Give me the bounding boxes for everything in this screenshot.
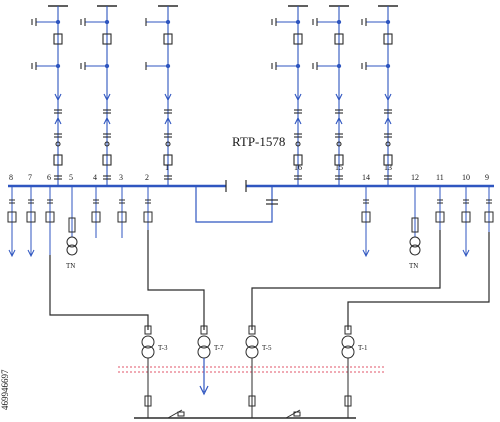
feeder-label-5: 5 xyxy=(69,173,73,182)
feeder-label-8: 8 xyxy=(9,173,13,182)
transformer-label: T-5 xyxy=(262,344,272,352)
aux-transformer-left-label: TN xyxy=(66,262,75,270)
aux-feeder-12 xyxy=(411,186,419,237)
upper-feeder-4 xyxy=(31,5,68,186)
feeder-label-3: 3 xyxy=(119,173,123,182)
feeder-label-15: 15 xyxy=(335,163,343,172)
feeder-label-12: 12 xyxy=(411,173,419,182)
diagram-title: RTP-1578 xyxy=(232,134,285,149)
upper-feeder-16 xyxy=(271,5,308,186)
feeder-label-11: 11 xyxy=(436,173,444,182)
upper-feeder-2 xyxy=(80,5,117,186)
boundary-line xyxy=(118,366,384,373)
feeder-labels: 8 7 6 5 4 3 2 1 16 15 13 14 12 11 10 9 xyxy=(9,163,489,182)
main-transformers: T-3 T-7 T-5 T-1 xyxy=(141,325,368,364)
tie-switch-right xyxy=(285,409,301,419)
aux-transformer-right-label: TN xyxy=(409,262,418,270)
busbar-right xyxy=(245,180,494,192)
feeder-label-7: 7 xyxy=(28,173,32,182)
feeder-label-2: 2 xyxy=(145,173,149,182)
lower-feeder-10 xyxy=(461,186,471,258)
upper-feeder-1 xyxy=(145,5,178,186)
lv-bus xyxy=(134,362,356,419)
transformer-t-3: T-3 xyxy=(141,325,168,364)
aux-feeder-5 xyxy=(68,186,76,237)
busbar-left xyxy=(8,180,227,192)
transformer-t-5: T-5 xyxy=(245,325,272,364)
feeder-label-1: 1 xyxy=(165,163,169,172)
lower-feeders xyxy=(7,186,494,258)
cable-routes xyxy=(49,230,490,330)
transformer-label: T-1 xyxy=(358,344,368,352)
lower-feeder-7 xyxy=(26,186,36,258)
feeder-label-10: 10 xyxy=(462,173,470,182)
upper-feeder-13 xyxy=(361,5,398,186)
lv-breaker-right xyxy=(344,395,352,407)
feeder-label-4: 4 xyxy=(93,173,97,182)
lower-feeder-4 xyxy=(91,186,101,238)
side-stock-id: 469946697 xyxy=(0,369,10,410)
lower-feeder-3 xyxy=(117,186,127,238)
transformer-t-1: T-1 xyxy=(341,325,368,364)
aux-transformer-left: TN xyxy=(66,236,78,270)
feeder-label-14: 14 xyxy=(362,173,370,182)
transformer-t-7: T-7 xyxy=(197,325,224,364)
upper-feeders-left xyxy=(31,5,178,186)
feeder-label-9: 9 xyxy=(485,173,489,182)
lower-feeder-6 xyxy=(45,186,55,255)
bus-coupler xyxy=(195,186,278,223)
feeder-label-13: 13 xyxy=(384,163,392,172)
lower-feeder-14 xyxy=(361,186,371,258)
feeder-label-6: 6 xyxy=(47,173,51,182)
tie-switch-left xyxy=(167,409,185,419)
lv-breaker-left xyxy=(144,395,152,407)
upper-feeders-right xyxy=(271,5,398,186)
feeder-label-16: 16 xyxy=(294,163,302,172)
aux-transformer-right: TN xyxy=(409,236,421,270)
transformer-label: T-7 xyxy=(214,344,224,352)
t7-output-arrow xyxy=(199,358,209,396)
upper-feeder-15 xyxy=(312,5,349,186)
transformer-label: T-3 xyxy=(158,344,168,352)
stock-id-text: 469946697 xyxy=(0,369,10,410)
lower-feeder-8 xyxy=(7,186,17,258)
lv-breaker-mid xyxy=(248,395,256,407)
